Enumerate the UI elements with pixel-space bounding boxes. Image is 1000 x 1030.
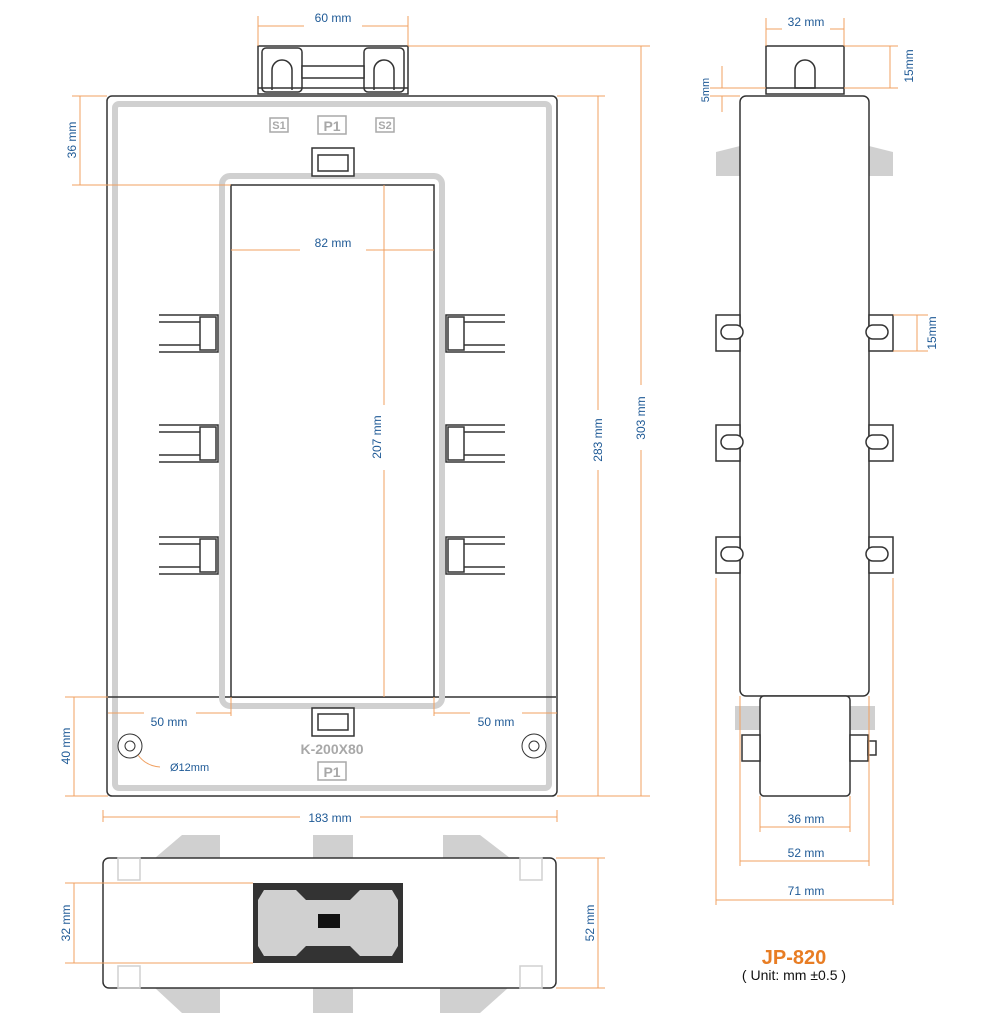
dim-side-margins: 50 mm 50 mm — [108, 697, 557, 729]
svg-text:50 mm: 50 mm — [151, 715, 188, 729]
unit-subtitle: ( Unit: mm ±0.5 ) — [742, 967, 846, 983]
dim-side-top-gap: 5mm — [700, 66, 766, 112]
dim-bottom-height: 40 mm — [59, 696, 108, 797]
svg-text:60 mm: 60 mm — [315, 11, 352, 25]
clip-left-1 — [159, 314, 219, 353]
svg-text:52 mm: 52 mm — [788, 846, 825, 860]
svg-text:S2: S2 — [378, 120, 391, 132]
front-clips-left — [159, 314, 219, 575]
side-clip-right-2 — [865, 424, 894, 462]
clip-right-2 — [445, 424, 505, 463]
svg-text:36 mm: 36 mm — [65, 122, 79, 159]
dim-side-base-outer: 71 mm — [715, 578, 894, 905]
dim-bottom-inner-height: 32 mm — [59, 882, 253, 964]
svg-text:32 mm: 32 mm — [788, 15, 825, 29]
front-top-clamp — [257, 45, 409, 95]
clip-left-2 — [159, 424, 219, 463]
terminal-label-s1: S1 — [269, 117, 289, 133]
product-title: JP-820 — [762, 947, 827, 969]
front-view: S1 P1 S2 — [59, 11, 650, 825]
side-main-body — [739, 95, 870, 697]
svg-text:82 mm: 82 mm — [315, 236, 352, 250]
side-clip-right-3 — [865, 536, 894, 574]
bottom-view-clamp — [253, 883, 403, 963]
side-clip-left-2 — [715, 424, 744, 462]
dim-window-height: 207 mm — [370, 185, 385, 697]
dim-side-base-mid: 52 mm — [739, 696, 870, 866]
side-clips-left — [715, 314, 744, 574]
side-clip-left-3 — [715, 536, 744, 574]
dim-side-top-height: 15mm — [844, 45, 916, 89]
side-top-clamp — [765, 45, 845, 95]
front-window — [230, 184, 435, 698]
model-label: K-200X80 — [300, 741, 363, 757]
svg-text:15mm: 15mm — [902, 49, 916, 82]
svg-text:303 mm: 303 mm — [634, 396, 648, 439]
mounting-hole-right — [521, 733, 547, 759]
dim-total-width: 183 mm — [102, 810, 558, 825]
svg-text:36 mm: 36 mm — [788, 812, 825, 826]
side-bottom-base — [741, 695, 877, 797]
svg-text:S1: S1 — [272, 120, 285, 132]
dim-window-width: 82 mm — [231, 236, 434, 251]
dim-top-offset: 36 mm — [65, 95, 231, 186]
terminal-label-s2: S2 — [375, 117, 395, 133]
svg-text:71 mm: 71 mm — [788, 884, 825, 898]
svg-text:50 mm: 50 mm — [478, 715, 515, 729]
bottom-view: 32 mm 52 mm — [59, 835, 605, 1013]
clip-right-3 — [445, 536, 505, 575]
front-bottom-latch — [311, 707, 355, 737]
svg-text:5mm: 5mm — [700, 78, 712, 102]
hole-diameter-label: Ø12mm — [170, 762, 209, 774]
front-inner-border — [112, 101, 552, 791]
terminal-label-p1-top: P1 — [317, 115, 347, 135]
svg-text:207 mm: 207 mm — [370, 415, 384, 458]
side-clip-left-1 — [715, 314, 744, 352]
dim-total-height: 303 mm — [408, 45, 650, 796]
svg-text:32 mm: 32 mm — [59, 905, 73, 942]
side-view-gray-tabs — [716, 146, 893, 730]
side-view: 32 mm 15mm 5mm 15mm 3 — [700, 15, 939, 905]
side-clips-right — [865, 314, 894, 574]
clip-right-1 — [445, 314, 505, 353]
svg-text:40 mm: 40 mm — [59, 728, 73, 765]
dim-inner-height: 283 mm — [557, 95, 650, 797]
dim-top-width: 60 mm — [257, 11, 409, 46]
bottom-view-gray-tabs — [155, 835, 510, 1013]
dim-side-top-width: 32 mm — [765, 15, 845, 46]
clip-left-3 — [159, 536, 219, 575]
svg-text:52 mm: 52 mm — [583, 905, 597, 942]
svg-text:283 mm: 283 mm — [591, 418, 605, 461]
svg-text:15mm: 15mm — [925, 316, 939, 349]
front-clips-right — [445, 314, 505, 575]
dim-bottom-outer-height: 52 mm — [556, 857, 605, 989]
side-clip-right-1 — [865, 314, 894, 352]
mounting-hole-left — [117, 733, 143, 759]
front-top-latch — [311, 147, 355, 177]
dim-side-clip-height: 15mm — [893, 314, 939, 352]
dim-side-base-inner: 36 mm — [759, 796, 851, 832]
svg-text:P1: P1 — [323, 764, 340, 780]
svg-text:183 mm: 183 mm — [308, 811, 351, 825]
svg-text:P1: P1 — [323, 118, 340, 134]
terminal-label-p1-bottom: P1 — [317, 761, 347, 781]
